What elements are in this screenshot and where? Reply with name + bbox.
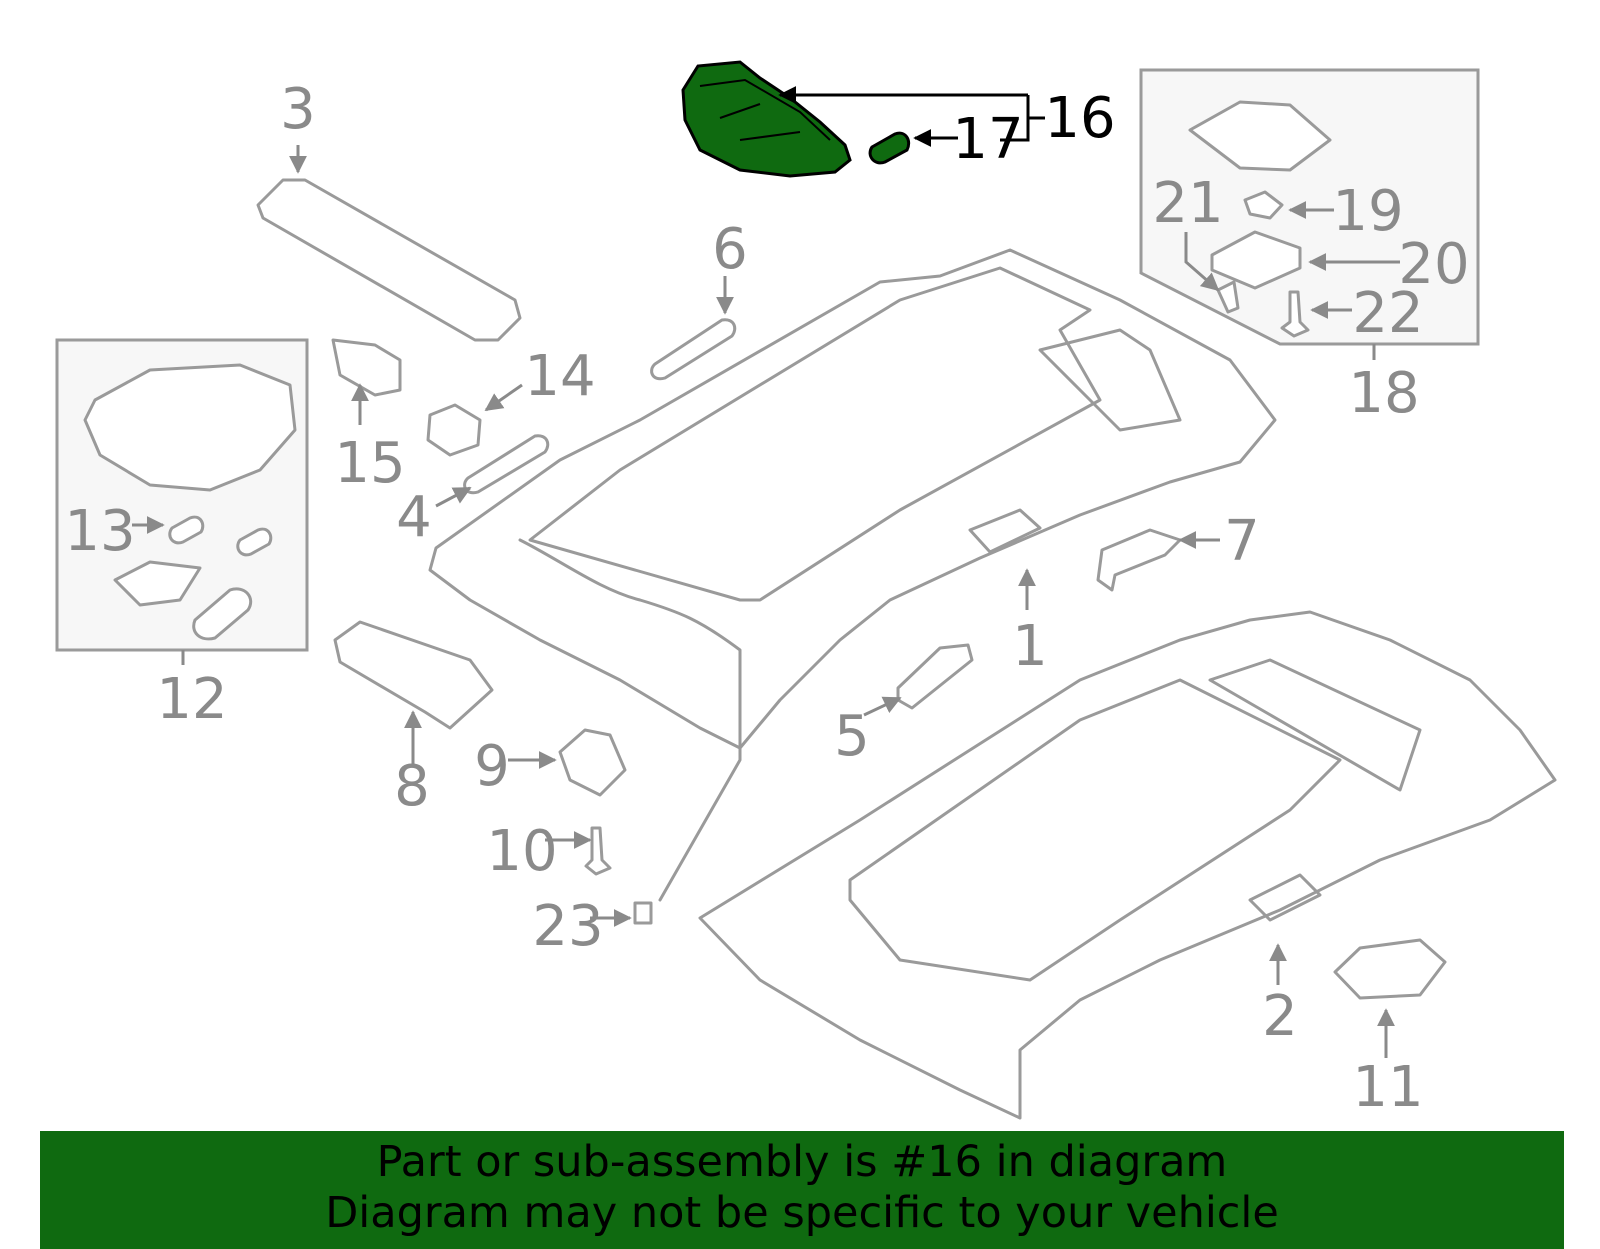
leader-14 bbox=[484, 383, 523, 412]
callout-14: 14 bbox=[524, 344, 595, 409]
leader-16-bracket bbox=[1000, 95, 1030, 142]
part-16-overhead-console bbox=[681, 60, 852, 178]
part-4-shape bbox=[463, 434, 550, 495]
callout-6: 6 bbox=[712, 217, 748, 282]
part-1-headliner bbox=[428, 248, 1277, 902]
part-6-shape bbox=[650, 318, 737, 381]
part-14-shape bbox=[426, 403, 482, 457]
part-17-bulb bbox=[868, 131, 911, 165]
callout-1: 1 bbox=[1012, 614, 1048, 679]
part-3-shape bbox=[256, 178, 522, 342]
callout-4: 4 bbox=[396, 485, 432, 550]
callout-3: 3 bbox=[280, 77, 316, 142]
part-12-bulb-b bbox=[236, 527, 273, 557]
callout-12: 12 bbox=[156, 667, 227, 732]
banner-line-2: Diagram may not be specific to your vehi… bbox=[325, 1188, 1279, 1238]
part-20-lens bbox=[1210, 230, 1302, 290]
callout-21: 21 bbox=[1152, 171, 1223, 236]
callout-5: 5 bbox=[834, 704, 870, 769]
info-banner: Part or sub-assembly is #16 in diagram D… bbox=[40, 1131, 1564, 1249]
part-13-bulb bbox=[168, 515, 205, 545]
part-12-lens bbox=[113, 560, 202, 607]
callout-10: 10 bbox=[486, 819, 557, 884]
callout-11: 11 bbox=[1352, 1055, 1423, 1120]
part-9-shape bbox=[558, 728, 627, 797]
callout-23: 23 bbox=[532, 894, 603, 959]
banner-line-1: Part or sub-assembly is #16 in diagram bbox=[376, 1137, 1228, 1187]
part-23-shape bbox=[633, 901, 653, 925]
part-19-bulb bbox=[1243, 190, 1284, 220]
leader-4 bbox=[435, 486, 472, 508]
callout-18: 18 bbox=[1348, 361, 1419, 426]
part-11-shape bbox=[1333, 938, 1447, 1000]
leader-21 bbox=[1184, 232, 1220, 292]
callout-22: 22 bbox=[1352, 281, 1423, 346]
part-22-screw bbox=[1280, 290, 1310, 338]
part-15-shape bbox=[331, 338, 402, 397]
part-12-console bbox=[83, 363, 297, 492]
callout-13: 13 bbox=[64, 499, 135, 564]
callout-19: 19 bbox=[1332, 179, 1403, 244]
callout-17: 17 bbox=[952, 107, 1023, 172]
part-2-headliner bbox=[698, 610, 1557, 1120]
callout-15: 15 bbox=[334, 431, 405, 496]
part-7-shape bbox=[1096, 528, 1182, 592]
callout-8: 8 bbox=[394, 754, 430, 819]
callout-2: 2 bbox=[1262, 984, 1298, 1049]
part-21-clip bbox=[1216, 280, 1240, 314]
part-8-shape bbox=[333, 620, 494, 730]
part-5-shape bbox=[896, 643, 974, 710]
part-10-shape bbox=[584, 826, 612, 876]
callout-9: 9 bbox=[474, 734, 510, 799]
callout-20: 20 bbox=[1398, 232, 1469, 297]
leader-5 bbox=[863, 696, 902, 717]
callout-16: 16 bbox=[1044, 86, 1115, 151]
part-12-cover bbox=[192, 587, 253, 641]
part-18-lamp bbox=[1188, 100, 1332, 172]
callout-7: 7 bbox=[1224, 509, 1260, 574]
